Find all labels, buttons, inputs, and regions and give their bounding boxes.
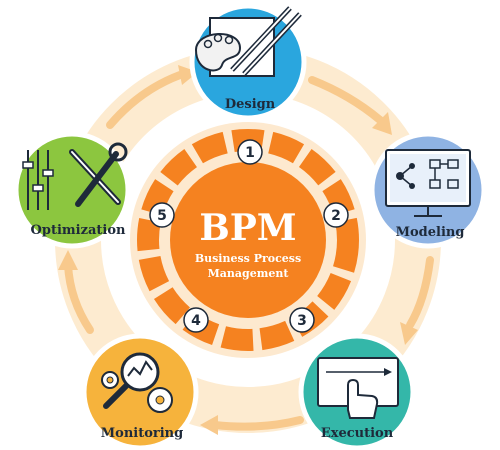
step-badge-2: 2 (323, 202, 349, 228)
stage-execution: Execution (298, 333, 416, 450)
arrow-head-execution-monitoring (200, 415, 218, 435)
stage-design: Design (189, 3, 307, 121)
arrow-modeling-to-execution (406, 256, 434, 329)
tools-sliders-icon (22, 142, 128, 210)
touch-screen-icon (317, 357, 399, 419)
step-number-3: 3 (297, 313, 307, 329)
palette-pencil-icon (194, 6, 302, 77)
stage-label-optimization: Optimization (31, 223, 126, 238)
stage-label-execution: Execution (321, 426, 394, 441)
flowchart-monitor-icon (385, 149, 471, 217)
arrow-execution-to-monitoring (211, 416, 304, 431)
stage-optimization: Optimization (13, 131, 131, 249)
arrow-head-optimization-design (178, 65, 198, 85)
magnifier-gears-icon (101, 352, 173, 413)
stage-label-monitoring: Monitoring (101, 426, 183, 441)
step-badge-1: 1 (237, 139, 263, 165)
cycle-arrows (58, 65, 434, 435)
step-number-2: 2 (331, 208, 341, 224)
arrow-head-design-modeling (372, 112, 392, 135)
center-title: BPM (199, 207, 296, 249)
step-number-5: 5 (157, 208, 167, 224)
stage-monitoring: Monitoring (81, 333, 199, 450)
step-badges: 1 2 3 4 5 (149, 139, 349, 333)
arrow-design-to-modeling (308, 76, 384, 124)
step-number-4: 4 (191, 313, 201, 329)
stage-label-modeling: Modeling (396, 225, 465, 240)
arrow-head-monitoring-optimization (58, 250, 78, 270)
arrow-head-modeling-execution (400, 322, 418, 345)
center-subtitle-line1: Business Process (195, 252, 301, 265)
stage-modeling: Modeling (369, 131, 487, 249)
center-subtitle-line2: Management (208, 267, 290, 280)
arrow-monitoring-to-optimization (64, 261, 94, 334)
stage-label-design: Design (225, 97, 276, 112)
step-badge-3: 3 (289, 307, 315, 333)
step-badge-4: 4 (183, 307, 209, 333)
arrow-optimization-to-design (106, 71, 184, 129)
step-number-1: 1 (245, 145, 255, 161)
center-hub: BPM Business Process Management (170, 162, 326, 318)
step-badge-5: 5 (149, 202, 175, 228)
